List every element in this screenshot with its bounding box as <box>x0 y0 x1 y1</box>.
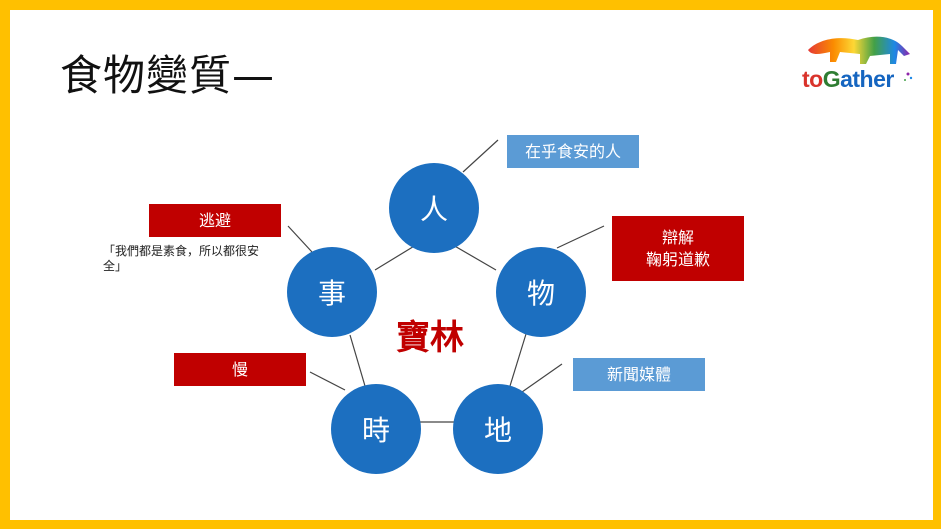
label-time: 慢 <box>174 353 306 386</box>
node-matter: 事 <box>287 247 377 337</box>
label-thing-line1: 辯解 <box>661 227 694 247</box>
center-label: 寶林 <box>396 318 464 358</box>
node-thing: 物 <box>496 247 586 337</box>
label-person: 在乎食安的人 <box>507 135 639 168</box>
node-person: 人 <box>389 163 479 253</box>
logo-wordmark: toGather <box>802 66 894 92</box>
label-thing-line2: 鞠躬道歉 <box>645 249 710 269</box>
label-thing: 辯解 鞠躬道歉 <box>612 216 744 281</box>
node-place: 地 <box>453 384 543 474</box>
label-place: 新聞媒體 <box>573 358 705 391</box>
label-matter: 逃避 <box>149 204 281 237</box>
slide-title: 食物變質— <box>60 51 276 100</box>
togather-logo <box>808 36 913 81</box>
quote-text: 「我們都是素食，所以都很安全」 <box>103 244 260 273</box>
node-time: 時 <box>331 384 421 474</box>
